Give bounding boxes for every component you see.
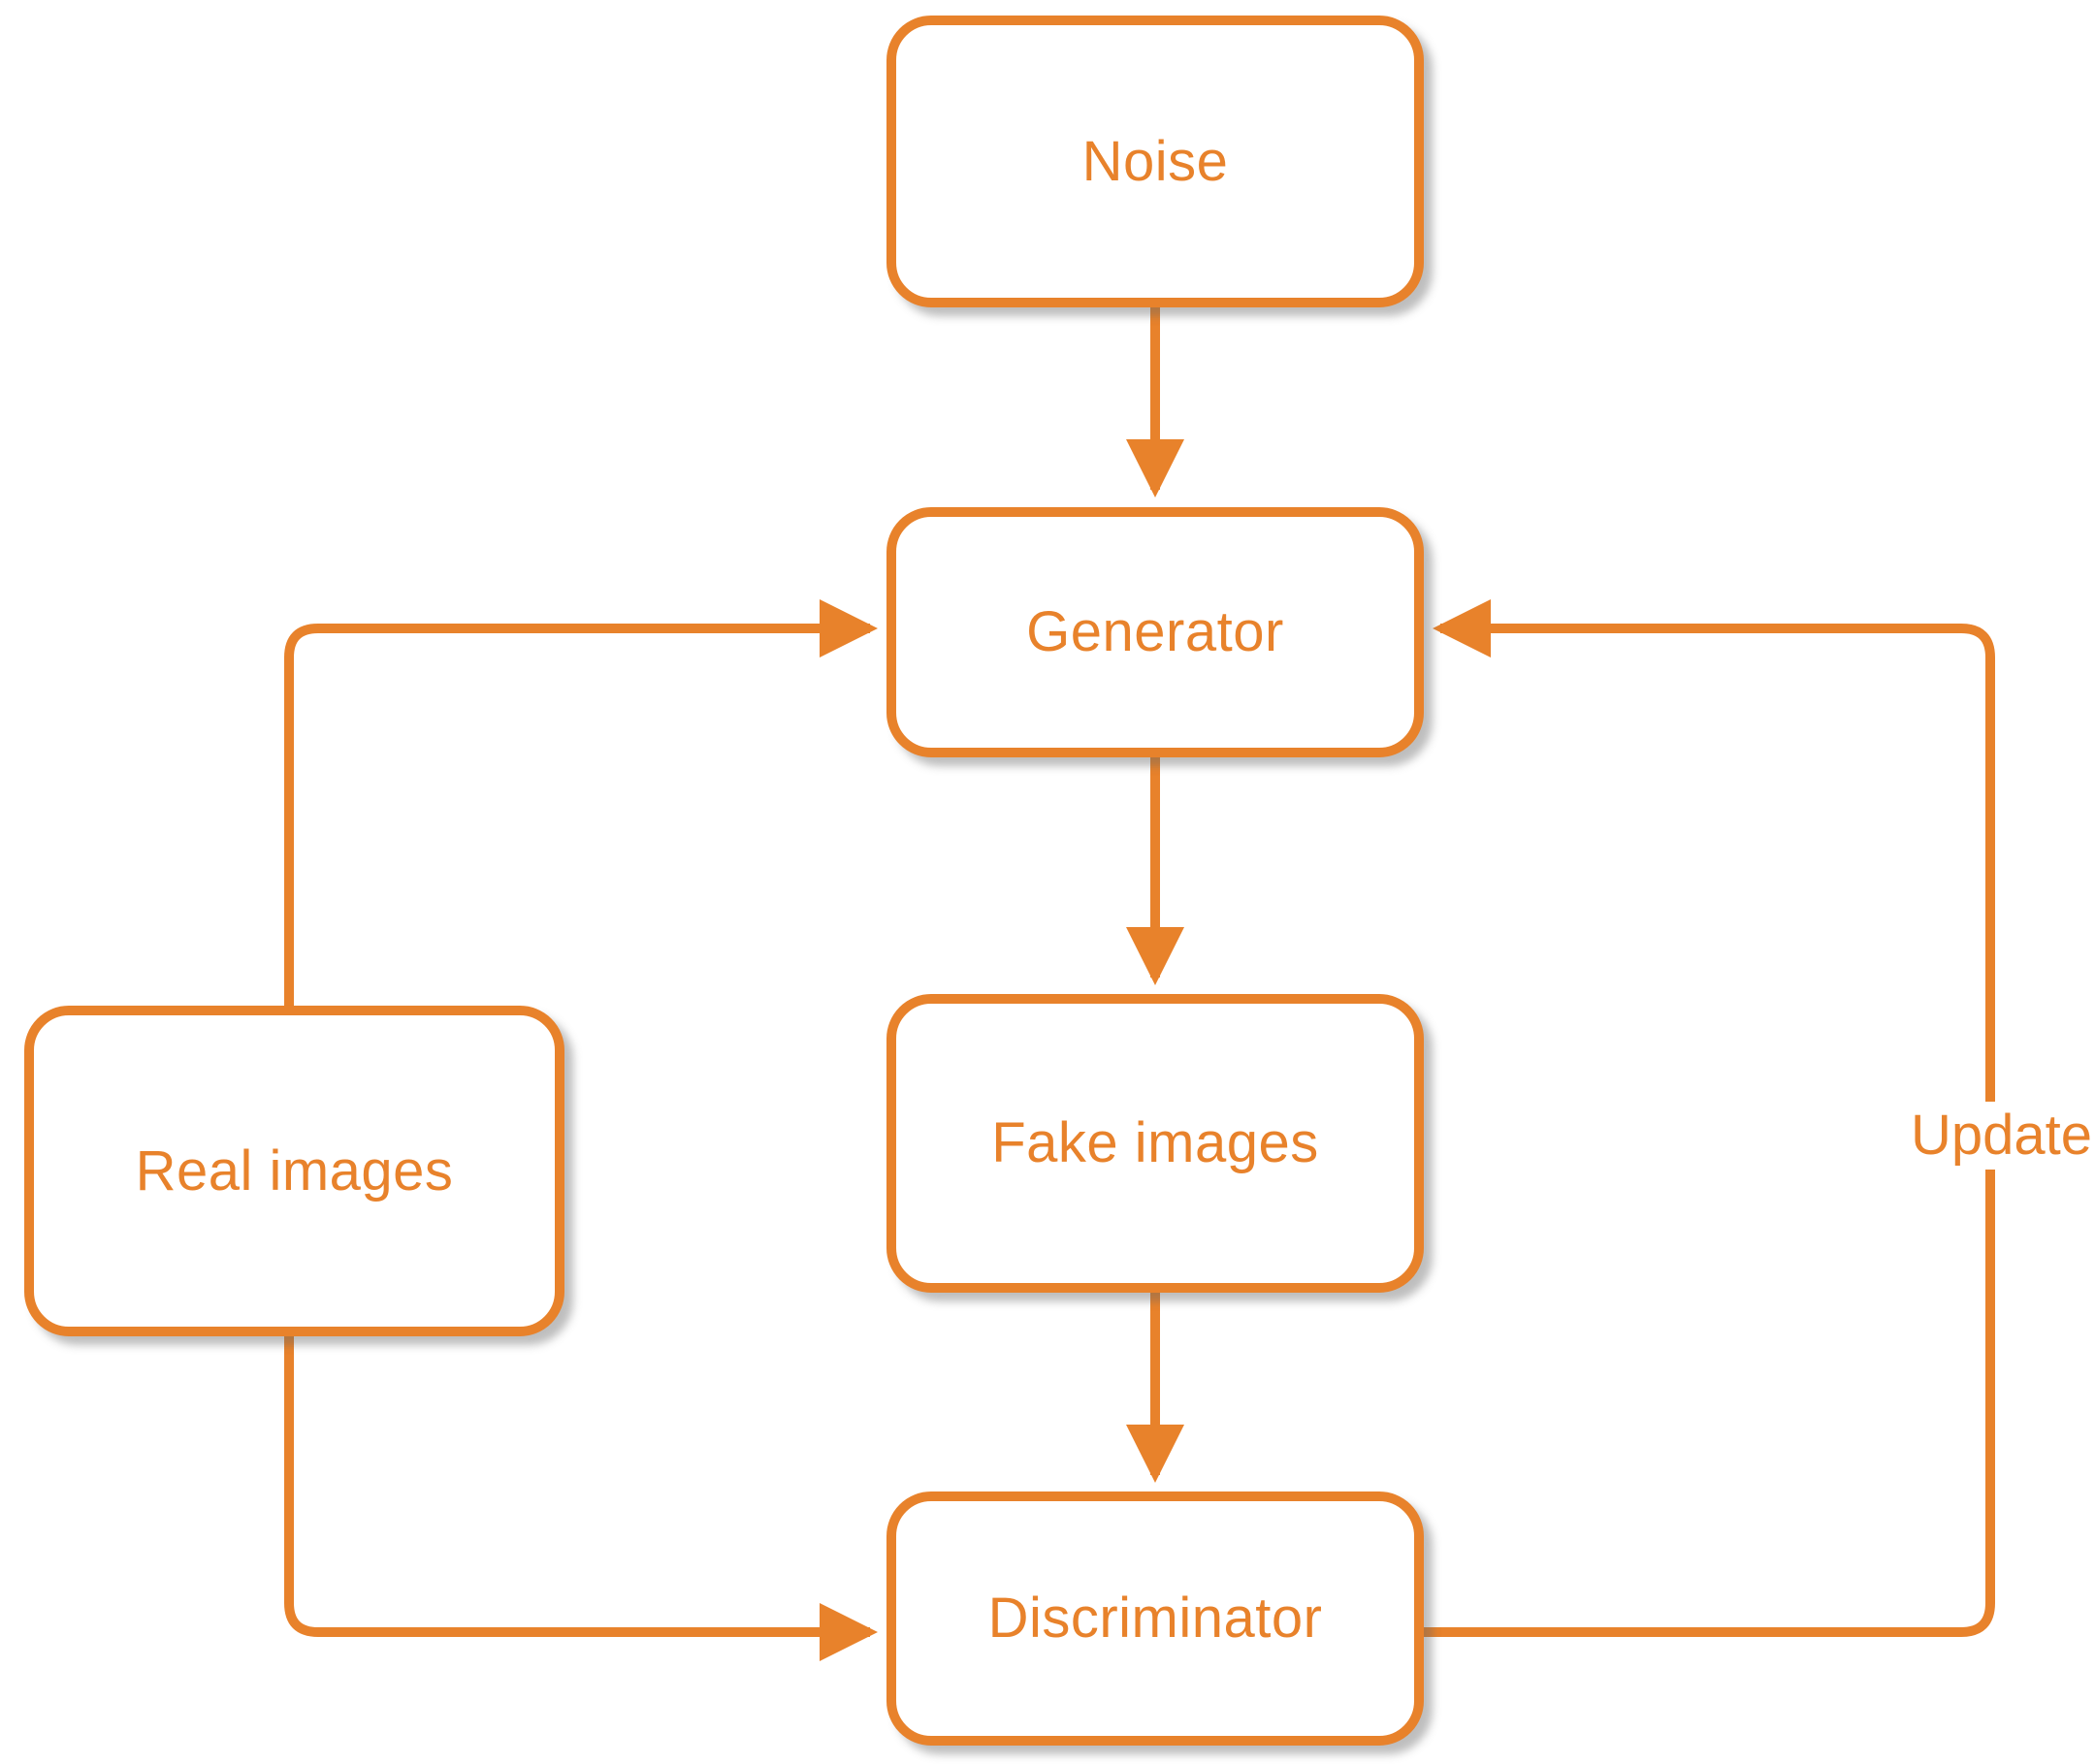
node-real-images[interactable]: Real images — [24, 1006, 564, 1336]
node-generator[interactable]: Generator — [886, 507, 1424, 757]
node-fake-images[interactable]: Fake images — [886, 994, 1424, 1293]
node-discriminator-label: Discriminator — [987, 1587, 1323, 1650]
node-fake-images-label: Fake images — [991, 1111, 1319, 1174]
edge-real-images-to-discriminator — [284, 1336, 879, 1661]
edge-label-update: Update — [1901, 1102, 2095, 1170]
node-noise-label: Noise — [1081, 129, 1229, 193]
node-real-images-label: Real images — [135, 1139, 454, 1203]
node-noise[interactable]: Noise — [886, 16, 1424, 307]
edge-real-images-to-generator — [284, 599, 879, 1006]
node-discriminator[interactable]: Discriminator — [886, 1491, 1424, 1746]
node-generator-label: Generator — [1026, 600, 1284, 663]
